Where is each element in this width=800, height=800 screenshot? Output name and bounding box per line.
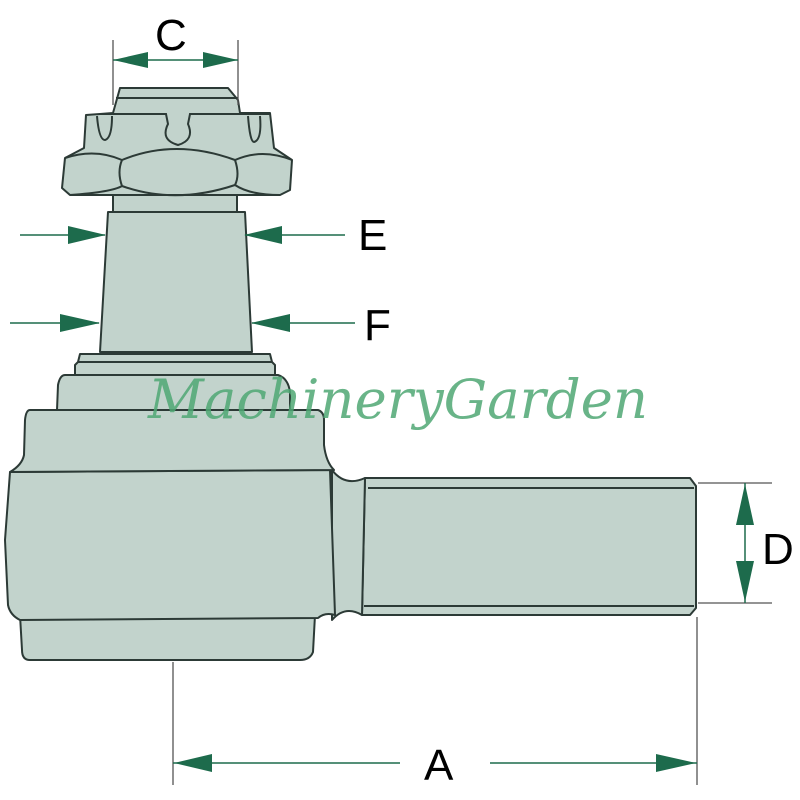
housing-bottom bbox=[19, 614, 316, 661]
seal-ring bbox=[74, 353, 276, 376]
dimension-c: C bbox=[112, 11, 239, 105]
housing-top bbox=[9, 409, 335, 473]
nut-top-line bbox=[100, 97, 270, 147]
castle-nut bbox=[61, 87, 293, 196]
label-f: F bbox=[364, 301, 391, 350]
neck bbox=[331, 469, 366, 621]
nut-slot-left bbox=[96, 115, 113, 142]
label-d: D bbox=[762, 525, 794, 574]
dimension-d: D bbox=[698, 482, 794, 604]
label-a: A bbox=[424, 741, 454, 790]
tapered-stud bbox=[99, 211, 253, 353]
shaft bbox=[361, 477, 697, 616]
nut-flat-left bbox=[64, 152, 123, 196]
shaft-thread-line bbox=[364, 487, 694, 607]
nut-slot-right bbox=[247, 115, 262, 144]
tie-rod-end bbox=[4, 87, 697, 661]
nut-flat-right bbox=[234, 153, 293, 196]
dimension-e: E bbox=[20, 211, 387, 260]
watermark: MachineryGarden bbox=[147, 368, 648, 431]
dimension-a: A bbox=[172, 617, 698, 790]
dimension-f: F bbox=[10, 301, 391, 350]
label-c: C bbox=[155, 11, 187, 60]
nut-collar bbox=[112, 194, 238, 213]
housing-cap bbox=[56, 374, 291, 411]
label-e: E bbox=[358, 211, 387, 260]
housing-main bbox=[4, 469, 336, 621]
